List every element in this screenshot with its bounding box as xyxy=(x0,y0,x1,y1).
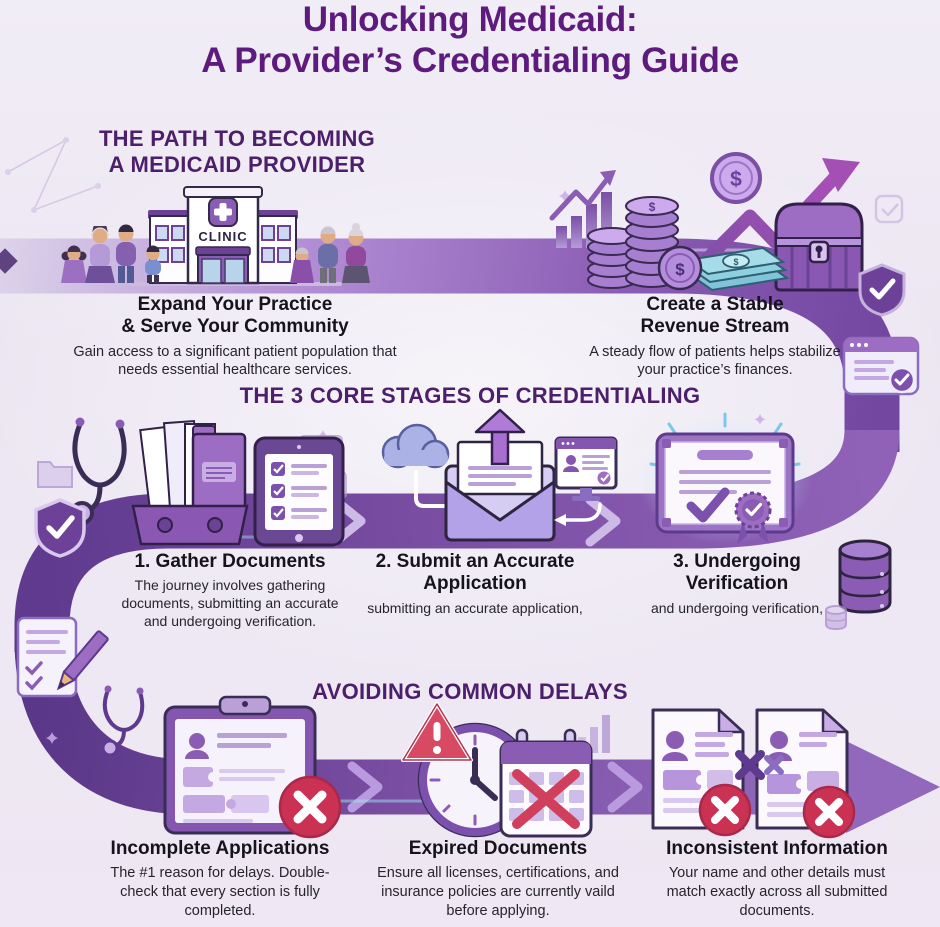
family-icon xyxy=(61,224,161,283)
envelope-upload-icon xyxy=(444,408,556,542)
shield-check-icon xyxy=(858,263,906,317)
medical-cross-icon xyxy=(208,197,238,227)
mismatch-x-icon xyxy=(735,750,784,780)
benefit-expand-practice: Expand Your Practice & Serve Your Commun… xyxy=(73,294,397,379)
dollar-coin-icon: $ xyxy=(657,245,703,291)
puzzle-gap xyxy=(183,767,285,813)
delay-2-text: Expired Documents Ensure all licenses, c… xyxy=(377,838,619,919)
tablet-checklist-icon xyxy=(253,436,345,547)
stage-1-text: 1. Gather Documents The journey involves… xyxy=(121,551,339,630)
clipboard-error-icon xyxy=(163,695,317,835)
network-nodes-icon xyxy=(5,137,101,213)
certificate-icon xyxy=(655,432,795,544)
folder-archive-icon xyxy=(131,419,249,546)
stethoscope-icon xyxy=(101,685,145,756)
benefit-revenue-stream: Create a Stable Revenue Stream A steady … xyxy=(589,294,841,379)
dollar-sign: $ xyxy=(733,257,738,267)
incomplete-application-illustration xyxy=(163,695,342,839)
dollar-sign: $ xyxy=(649,200,656,214)
monitor-profile-icon xyxy=(554,436,618,526)
stages-section-heading: THE 3 CORE STAGES OF CREDENTIALING xyxy=(239,383,701,408)
page-title: Unlocking Medicaid: A Provider’s Credent… xyxy=(0,0,940,82)
path-section-heading: THE PATH TO BECOMING A MEDICAID PROVIDER xyxy=(98,126,376,177)
mini-folder-icon xyxy=(37,461,73,488)
title-line1: Unlocking Medicaid: xyxy=(302,0,638,39)
delay-3-text: Inconsistent Information Your name and o… xyxy=(666,838,888,919)
treasure-chest-icon xyxy=(774,202,864,292)
path-arrow-icon xyxy=(846,741,940,833)
mismatched-documents-icon xyxy=(651,708,856,839)
dollar-coin-icon: $ xyxy=(710,152,762,204)
revenue-scene: $ $ $ $ xyxy=(549,152,864,292)
check-square-icon xyxy=(874,194,904,224)
inconsistent-info-illustration xyxy=(651,708,856,839)
submit-application-illustration xyxy=(381,408,618,542)
ribbon-rosette-icon xyxy=(734,491,772,544)
database-icon xyxy=(825,539,892,631)
browser-check-icon xyxy=(842,336,920,396)
expired-documents-illustration xyxy=(401,702,593,838)
delays-section-heading: AVOIDING COMMON DELAYS xyxy=(312,679,628,704)
cash-stack-icon: $ xyxy=(685,246,790,292)
shield-check-icon xyxy=(34,498,86,558)
gather-documents-illustration xyxy=(131,419,345,547)
stage-2-text: 2. Submit an Accurate Application submit… xyxy=(367,551,583,616)
clinic-scene: CLINIC xyxy=(61,186,370,286)
error-badge xyxy=(278,775,342,839)
title-line2: A Provider’s Credentialing Guide xyxy=(201,40,739,80)
verification-illustration xyxy=(637,412,813,544)
warning-triangle-icon xyxy=(401,702,473,762)
diamond-icon xyxy=(0,248,18,274)
stage-3-text: 3. Undergoing Verification and undergoin… xyxy=(650,551,823,616)
document-pencil-icon xyxy=(16,616,109,698)
elderly-family-icon xyxy=(290,223,370,283)
clinic-building-icon: CLINIC xyxy=(148,186,298,285)
path-chevron-icon xyxy=(607,761,643,813)
error-badge xyxy=(698,783,856,839)
delay-1-text: Incomplete Applications The #1 reason fo… xyxy=(110,838,330,919)
calendar-x-icon xyxy=(499,728,593,838)
dollar-sign: $ xyxy=(730,168,742,191)
growth-chart-icon xyxy=(549,170,616,248)
clinic-sign-text: CLINIC xyxy=(198,229,247,244)
coin-stack-icon xyxy=(587,227,637,289)
dollar-sign: $ xyxy=(675,260,685,279)
